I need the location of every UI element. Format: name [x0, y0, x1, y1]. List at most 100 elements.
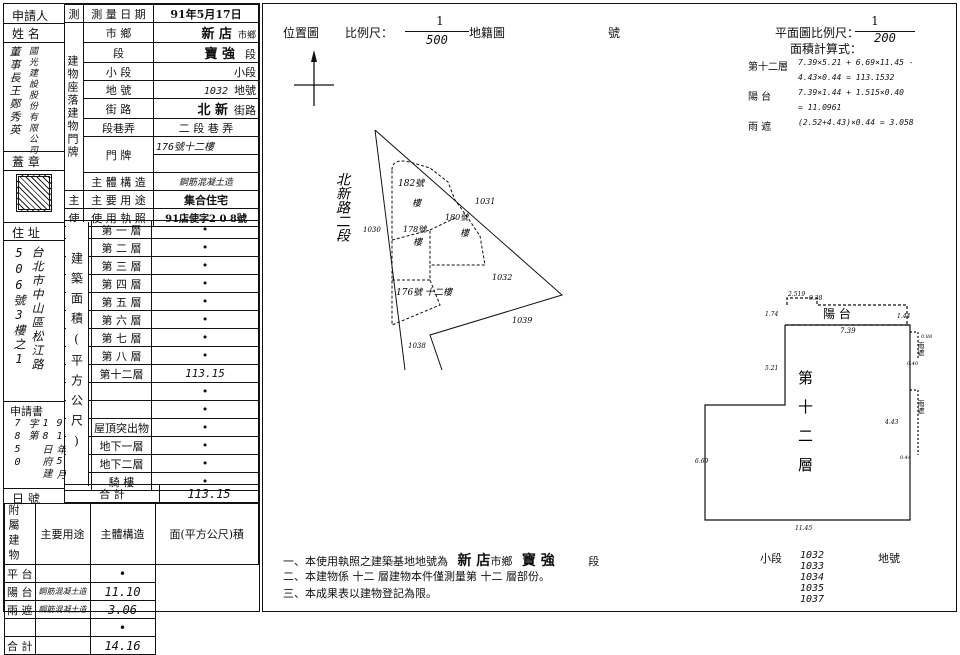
structure-label: 主 體 構 造 — [83, 172, 154, 191]
dim-669: 6.69 — [695, 458, 709, 465]
area-side-label: 建築面積(平方公尺) — [66, 222, 89, 486]
floor-area-value: • — [151, 238, 259, 257]
attached-head-area: 面(平方公尺)積 — [154, 503, 259, 565]
applicant-company-text: 國光建設股份有限公司 — [27, 46, 37, 156]
formula-expr: 7.39×5.21 + 6.69×11.45 - — [798, 58, 914, 67]
formula-row: 第十二層 7.39×5.21 + 6.69×11.45 - — [748, 58, 958, 73]
floor-name: 第 一 層 — [91, 220, 152, 239]
address-divider-2 — [4, 240, 64, 241]
building-location-side: 建物座落建物門牌 — [64, 22, 84, 191]
plan-scale-label: 平面圖比例尺： — [775, 26, 860, 40]
attached-struct: 鋼筋混凝土造 — [34, 600, 91, 619]
floor-outline — [704, 324, 911, 521]
cadastral-label: 地籍圖 — [469, 26, 506, 40]
floor-plan-drawing: 陽 台 第十二層 雨遮 雨遮 2.519 0.38 1.74 1.44 7.39… — [695, 291, 932, 530]
floor-name — [91, 382, 152, 401]
label-176: 176號 十二樓 — [396, 287, 454, 298]
balcony-label: 陽 台 — [823, 306, 851, 321]
label-182: 182號 — [398, 178, 426, 189]
plan-scale-bar — [855, 31, 915, 32]
floor-total-value: 113.15 — [159, 484, 259, 503]
floor-area-value: • — [151, 256, 259, 275]
company-seal-stamp — [16, 174, 52, 212]
parcel-outline — [374, 129, 564, 370]
attached-area: 11.10 — [89, 582, 156, 601]
attached-struct: 鋼筋混凝土造 — [34, 582, 91, 601]
dim-040: 0.40 — [907, 361, 919, 367]
label-180-floor: 樓 — [460, 228, 471, 239]
floor-name: 第 三 層 — [91, 256, 152, 275]
attached-use — [4, 618, 36, 637]
formula-name: 陽 台 — [748, 92, 772, 103]
floor-name: 第十二層 — [91, 364, 152, 383]
survey-table: 測 測 量 日 期 91年5月17日 建物座落建物門牌 市 鄉 新 店市鄉 段 … — [64, 4, 259, 227]
stamp-divider — [4, 151, 64, 152]
attached-area: 3.06 — [89, 600, 156, 619]
building-location-side-text: 建物座落建物門牌 — [66, 54, 79, 159]
attached-total-blank — [34, 636, 91, 655]
floor-area-value: • — [151, 436, 259, 455]
floor-total-label: 合 計 — [64, 484, 160, 503]
floor-name — [91, 400, 152, 419]
note-line-2: 二、本建物係 十二 層建物本件僅測量第 十二 層部份。 — [283, 570, 550, 583]
attached-use: 平 台 — [4, 564, 36, 583]
floor-row: • — [64, 382, 259, 401]
floor-area-value: • — [151, 220, 259, 239]
formula-expr: 7.39×1.44 + 1.515×0.40 — [798, 88, 904, 97]
blank-side-1: 主 — [64, 190, 84, 209]
attached-use: 陽 台 — [4, 582, 36, 601]
formula-row: 雨 遮(2.52+4.43)×0.44 = 3.058 — [748, 118, 958, 133]
formula-row: 4.43×0.44 = 113.1532 — [748, 73, 958, 88]
floor-name: 第 七 層 — [91, 328, 152, 347]
floor-area-value: • — [151, 400, 259, 419]
applicant-name-text: 董事長王鄭秀英 — [8, 46, 21, 137]
attached-side-label: 附屬建物 — [7, 504, 20, 564]
floor-label: 第十二層 — [796, 369, 814, 486]
address-label: 住 址 — [12, 226, 40, 240]
floor-name: 第 六 層 — [91, 310, 152, 329]
door-value: 176號十二樓 — [153, 136, 259, 155]
city-label: 市 鄉 — [83, 22, 154, 43]
canopy-a — [910, 331, 919, 360]
attached-total-label: 合 計 — [4, 636, 36, 655]
app-doc-divider — [4, 401, 64, 402]
canopy-b — [910, 389, 919, 455]
label-180: 180號 — [445, 213, 469, 222]
note1-sub: 小段 — [760, 552, 782, 565]
floor-row: 第 五 層• — [64, 292, 259, 311]
lot-value: 1032 — [203, 85, 228, 97]
floor-row: 第 七 層• — [64, 328, 259, 347]
note-line-1: 一、本使用執照之建築基地地號為 新 店市鄉 寶 強 段 — [283, 550, 599, 570]
floor-row: 第 四 層• — [64, 274, 259, 293]
note1-sec-unit: 段 — [588, 555, 600, 568]
note-line-3: 三、本成果表以建物登記為限。 — [283, 587, 437, 600]
lot-number: 1033 — [800, 561, 825, 572]
dim-088: 0.88 — [921, 334, 932, 340]
attached-head-struct: 主體構造 — [89, 503, 156, 565]
floor-name: 第 二 層 — [91, 238, 152, 257]
stamp-divider-2 — [4, 170, 64, 171]
formula-row: = 11.0961 — [748, 103, 958, 118]
structure-value: 鋼筋混凝土造 — [153, 172, 259, 191]
floor-area-value: • — [151, 418, 259, 437]
dim-144: 1.44 — [897, 313, 911, 320]
formula-name: 第十二層 — [748, 62, 788, 73]
section-label: 段 — [83, 42, 154, 63]
lot-label: 地 號 — [83, 80, 154, 99]
use-label: 主 要 用 途 — [83, 190, 154, 209]
road-label: 北新路二段 — [334, 172, 350, 242]
door-blank — [153, 154, 259, 173]
floor-area-value: • — [151, 310, 259, 329]
floor-row: 第 六 層• — [64, 310, 259, 329]
location-map-drawing: 北新路二段 182號 樓 180號 樓 178號 樓 176號 十二樓 1031… — [294, 50, 564, 370]
use-value: 集合住宅 — [153, 190, 259, 209]
location-scale-bar — [405, 31, 469, 32]
section-value: 寶 強 — [204, 47, 235, 62]
attached-struct — [34, 618, 91, 637]
floor-area-value: • — [151, 346, 259, 365]
attached-area: • — [89, 564, 156, 583]
floor-row: 第 八 層• — [64, 346, 259, 365]
